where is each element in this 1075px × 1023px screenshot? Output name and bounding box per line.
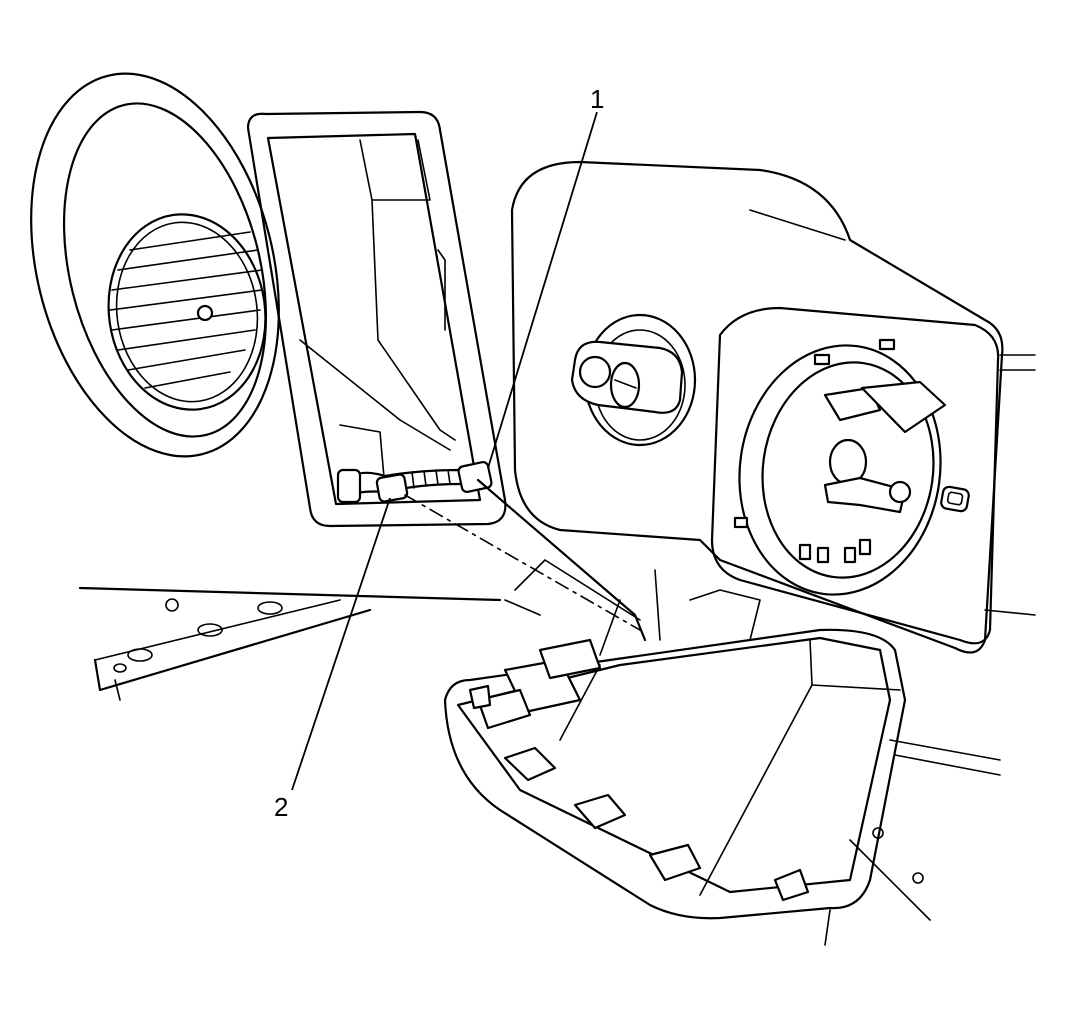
harness-routing (404, 478, 761, 656)
knee-bolster-panel (443, 628, 907, 920)
mounting-bracket (78, 586, 502, 701)
dash-bezel-frame (246, 110, 507, 528)
column-clockspring (710, 306, 1000, 645)
callout-1-label: 1 (590, 84, 604, 114)
floor-lines (824, 609, 1036, 946)
callout-2: 2 (274, 497, 391, 822)
callout-1: 1 (487, 84, 604, 469)
callout-1-leader (487, 111, 598, 469)
callout-2-leader (291, 497, 391, 791)
callout-2-label: 2 (274, 792, 288, 822)
steering-column-shroud (510, 160, 1036, 654)
wiring-harness (336, 460, 493, 504)
air-vent-outlet (30, 72, 280, 458)
